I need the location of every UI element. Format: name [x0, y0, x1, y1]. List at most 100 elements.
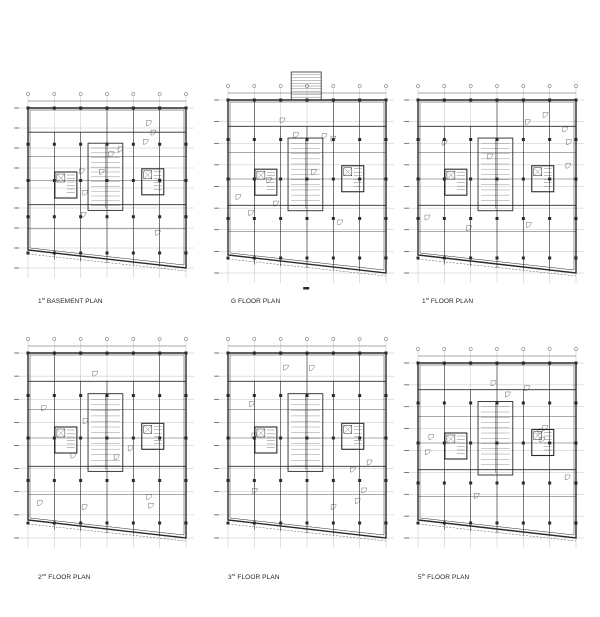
structural-column	[442, 138, 446, 141]
structural-column	[305, 479, 309, 482]
structural-column	[252, 479, 256, 482]
structural-column	[442, 256, 446, 260]
structural-column	[305, 177, 309, 181]
structural-column	[442, 521, 446, 525]
door-swing	[539, 436, 545, 443]
grid-bubble	[468, 347, 473, 351]
structural-column	[105, 351, 109, 355]
structural-column	[52, 351, 56, 355]
door-swing	[266, 177, 272, 183]
structural-column	[105, 179, 109, 182]
structural-column	[184, 436, 188, 440]
structural-column	[384, 98, 388, 102]
door-swing	[117, 146, 124, 153]
structural-column	[416, 401, 420, 405]
service-core	[254, 168, 278, 196]
ground-plan-drawing	[214, 71, 394, 290]
service-core	[54, 426, 78, 454]
inner-wall	[29, 109, 185, 266]
structural-column	[26, 179, 30, 182]
structural-column	[521, 441, 525, 445]
door-swing	[366, 459, 373, 466]
structural-column	[521, 481, 525, 485]
structural-column	[384, 256, 388, 260]
third-plan-drawing	[214, 337, 394, 548]
structural-column	[495, 217, 499, 220]
boundary-dashed-line	[227, 523, 387, 542]
structural-column	[384, 521, 388, 525]
structural-column	[105, 251, 109, 255]
structural-column	[226, 479, 230, 482]
door-swing	[311, 169, 317, 175]
lift-cross	[56, 173, 65, 183]
door-swing	[279, 117, 286, 124]
structural-column	[158, 215, 162, 219]
structural-column	[158, 394, 162, 397]
structural-column	[131, 394, 135, 397]
structural-column	[574, 177, 578, 181]
north-marker	[303, 287, 310, 290]
structural-column	[184, 351, 188, 355]
structural-column	[79, 436, 83, 440]
structural-column	[358, 177, 362, 181]
structural-column	[279, 521, 283, 525]
structural-column	[279, 98, 283, 102]
structural-column	[158, 351, 162, 355]
structural-column	[358, 138, 362, 141]
door-swing	[113, 454, 120, 460]
lift-cross	[56, 428, 65, 438]
grid-bubble	[131, 337, 136, 341]
door-swing	[564, 474, 571, 481]
structural-column	[548, 177, 552, 181]
structural-column	[495, 256, 499, 260]
structural-column	[158, 521, 162, 525]
grid-bubble	[26, 337, 30, 341]
structural-column	[79, 179, 83, 182]
structural-column	[105, 215, 109, 219]
grid-bubble	[442, 347, 447, 351]
structural-column	[416, 481, 420, 485]
door-swing	[82, 418, 89, 424]
structural-column	[416, 256, 420, 260]
service-core	[254, 426, 278, 454]
first-floor-plan	[400, 80, 590, 295]
grid-bubble	[357, 337, 362, 341]
inner-wall	[229, 101, 385, 271]
structural-column	[331, 521, 335, 525]
door-swing	[79, 168, 85, 175]
structural-column	[574, 98, 578, 102]
structural-column	[469, 256, 473, 260]
structural-column	[331, 436, 335, 440]
structural-column	[79, 479, 83, 482]
structural-column	[105, 142, 109, 146]
second-floor-plan	[10, 335, 200, 560]
grid-bubble	[416, 347, 420, 351]
structural-column	[252, 256, 256, 260]
structural-column	[384, 436, 388, 440]
structural-column	[384, 479, 388, 482]
structural-column	[416, 177, 420, 181]
structural-column	[548, 361, 552, 365]
door-swing	[309, 365, 315, 371]
structural-column	[279, 394, 283, 397]
structural-column	[105, 106, 109, 110]
grid-bubble	[184, 92, 188, 96]
door-swing	[146, 494, 152, 500]
structural-column	[105, 521, 109, 525]
structural-column	[79, 521, 83, 525]
structural-column	[131, 479, 135, 482]
door-swing	[487, 153, 493, 160]
structural-column	[574, 138, 578, 141]
lift-cross	[446, 171, 455, 180]
structural-column	[305, 256, 309, 260]
atrium-void	[287, 393, 324, 472]
structural-column	[521, 401, 525, 405]
structural-column	[442, 361, 446, 365]
grid-bubble	[278, 337, 283, 341]
lift-cross	[343, 167, 352, 176]
door-swing	[474, 493, 480, 499]
service-core	[444, 168, 468, 196]
door-swing	[526, 222, 532, 228]
structural-column	[442, 217, 446, 220]
grid-bubble	[547, 84, 552, 88]
